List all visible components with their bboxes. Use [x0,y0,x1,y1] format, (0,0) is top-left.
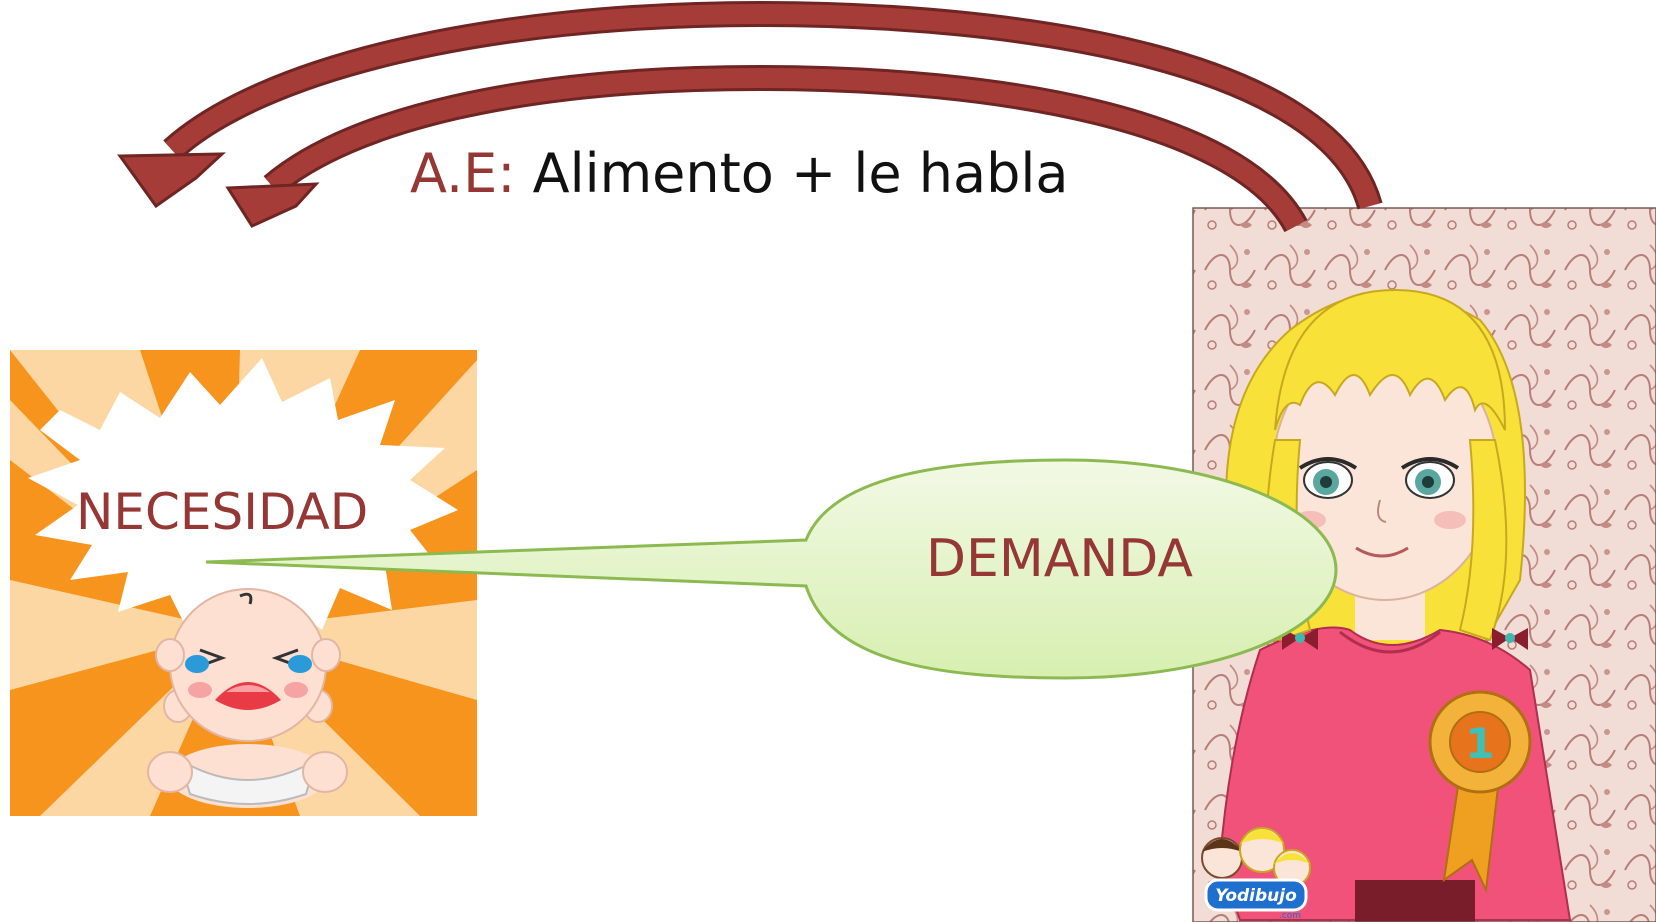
inner-return-arrow [225,64,1308,233]
necesidad-burst [28,358,458,640]
demanda-speech-bubble [205,458,1338,680]
mother-illustration: 1 [1218,288,1572,922]
caption-text: Alimento + le habla [515,142,1069,205]
caption-prefix: A.E: [410,142,516,205]
logo-subtext: .com [1279,911,1301,921]
necesidad-label: NECESIDAD [76,483,369,541]
logo-text: Yodibujo [1215,886,1297,906]
outer-return-arrow [117,0,1383,210]
crying-baby-illustration [147,588,348,808]
medal-number: 1 [1465,719,1494,768]
yodibujo-logo: Yodibujo .com [1201,827,1311,921]
demanda-label: DEMANDA [926,529,1193,589]
medal-rosette: 1 [1428,690,1532,894]
feedback-caption: A.E: Alimento + le habla [410,142,1069,206]
